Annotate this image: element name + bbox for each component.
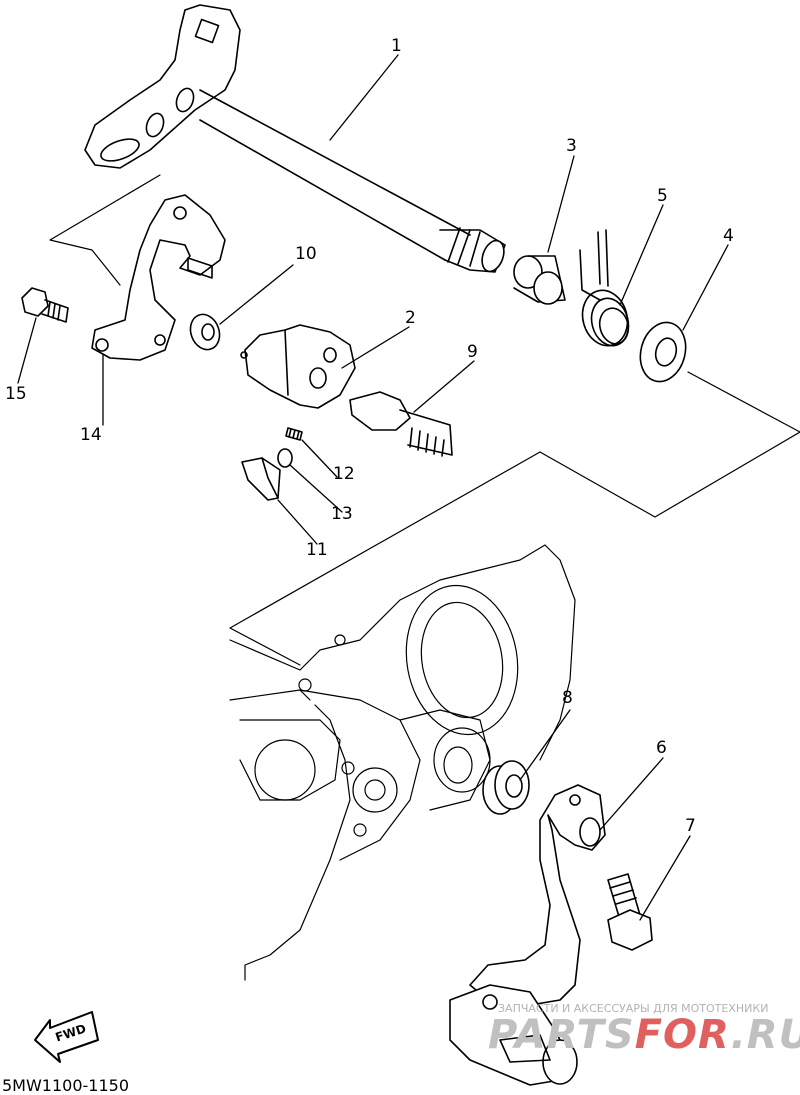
- shift-arm-plate: [91, 194, 226, 361]
- part-label-10: 10: [295, 244, 317, 264]
- bolt-15: [21, 287, 69, 323]
- oil-seal-8: [482, 760, 530, 815]
- shift-shaft: [84, 4, 506, 273]
- part-label-15: 15: [5, 384, 27, 404]
- diagram-ref-code: 5MW1100-1150: [2, 1076, 130, 1095]
- shift-pedal-6: [449, 784, 606, 1086]
- part-label-3: 3: [566, 136, 577, 156]
- callout-leaders: [17, 54, 729, 921]
- engine-case: [229, 544, 576, 981]
- bolt-7: [607, 873, 653, 951]
- watermark-brand-ru: .RU: [730, 1012, 800, 1058]
- part-label-11: 11: [306, 540, 328, 560]
- part-label-12: 12: [333, 464, 355, 484]
- watermark-brand: PARTSFOR.RU: [488, 1012, 800, 1058]
- watermark-brand-for: FOR: [634, 1012, 731, 1058]
- part-label-6: 6: [656, 738, 667, 758]
- part-label-2: 2: [405, 308, 416, 328]
- shift-lever-2: [240, 324, 356, 409]
- part-label-1: 1: [391, 36, 402, 56]
- part-label-9: 9: [467, 342, 478, 362]
- part-label-7: 7: [685, 816, 696, 836]
- part-label-5: 5: [657, 186, 668, 206]
- part-label-14: 14: [80, 425, 102, 445]
- part-label-4: 4: [723, 226, 734, 246]
- bolt-9: [349, 391, 453, 457]
- spring-5: [579, 229, 630, 347]
- part-label-8: 8: [562, 688, 573, 708]
- watermark-brand-parts: PARTS: [488, 1012, 635, 1058]
- washer-4: [639, 321, 687, 383]
- watermark-tagline: ЗАПЧАСТИ И АКСЕССУАРЫ ДЛЯ МОТОТЕХНИКИ: [498, 1002, 769, 1015]
- washer-10: [189, 313, 221, 351]
- collar-3: [513, 255, 566, 305]
- assembly-guide-lines: [49, 174, 800, 666]
- fwd-arrow-icon: [34, 1011, 99, 1063]
- small-parts-11-12-13: [241, 427, 303, 501]
- part-label-13: 13: [331, 504, 353, 524]
